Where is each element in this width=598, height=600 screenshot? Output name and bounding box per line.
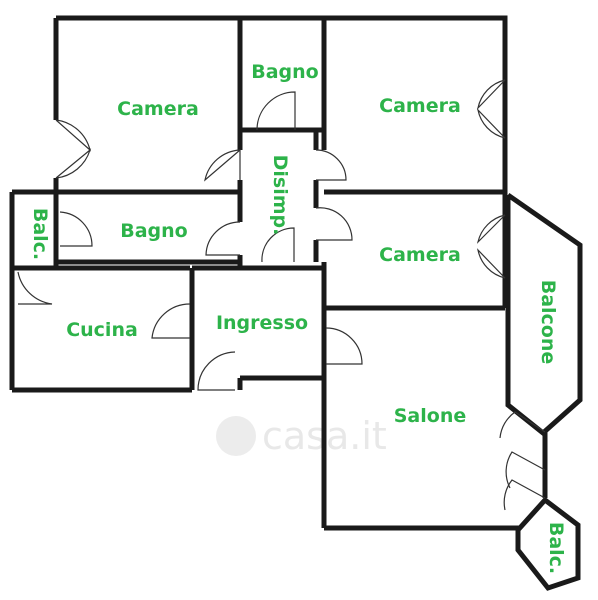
door-arc [477, 79, 506, 110]
door-arc [477, 108, 506, 139]
room-label-cucina: Cucina [66, 319, 138, 341]
door-arc [197, 351, 236, 391]
door-arc [499, 411, 546, 439]
door-arc [55, 148, 92, 179]
room-label-disimp: Disimp. [269, 155, 291, 236]
walls [9, 15, 583, 591]
door-arc [315, 207, 353, 241]
room-label-balc-bottom: Balc. [545, 522, 567, 574]
door-arc [503, 479, 546, 511]
door-arc [256, 91, 296, 131]
room-label-bagno-top: Bagno [251, 61, 318, 83]
room-label-camera-middle-right: Camera [379, 244, 461, 266]
door-arc [59, 211, 93, 247]
doors [17, 79, 546, 511]
door-arc [151, 303, 191, 339]
room-label-ingresso: Ingresso [216, 312, 308, 334]
room-label-camera-top-left: Camera [117, 98, 199, 120]
door-arc [204, 149, 241, 182]
room-label-salone: Salone [394, 405, 466, 427]
door-arc [477, 248, 506, 279]
room-labels: Camera Bagno Camera Disimp. Balc. Bagno … [29, 61, 567, 574]
watermark-logo-icon [216, 416, 256, 456]
room-label-camera-top-right: Camera [379, 95, 461, 117]
watermark: casa.it [216, 414, 387, 458]
room-label-bagno-middle: Bagno [120, 220, 187, 242]
door-arc [55, 119, 92, 152]
door-arc [205, 221, 241, 256]
door-arc [261, 227, 295, 263]
door-arc [17, 271, 53, 305]
room-label-balc-left: Balc. [29, 208, 51, 260]
door-arc [325, 327, 363, 365]
door-arc [505, 451, 546, 489]
room-label-balcone: Balcone [537, 280, 559, 365]
door-arc [315, 149, 347, 181]
door-arc [476, 214, 506, 244]
